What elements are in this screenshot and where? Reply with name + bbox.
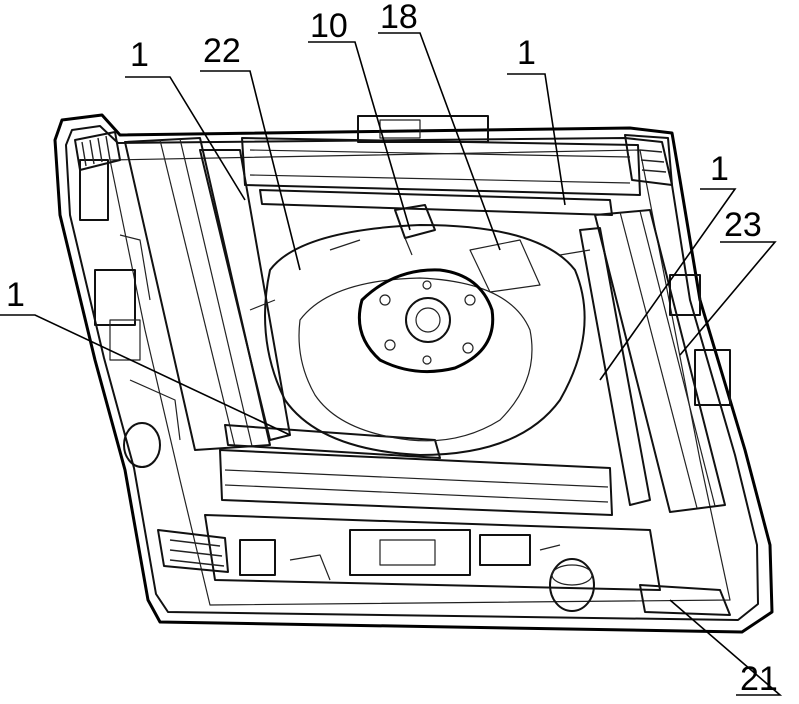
- leader-10: [308, 41, 411, 231]
- fan-impeller: [249, 224, 591, 456]
- corner-grille-top-right: [624, 134, 673, 186]
- label-1-top-right: 1: [517, 34, 536, 72]
- reference-numerals: 1 22 10 18 1 1 23 1 21: [6, 0, 778, 698]
- leader-23: [679, 241, 777, 356]
- corner-grille-bottom-left: [157, 529, 229, 573]
- housing: [53, 113, 774, 634]
- label-1-right: 1: [710, 150, 729, 188]
- label-18: 18: [380, 0, 418, 36]
- fan-hub: [357, 268, 495, 374]
- leader-18: [378, 32, 501, 251]
- bottom-machinery: [204, 514, 731, 616]
- label-1-top-left: 1: [130, 36, 149, 74]
- label-1-left: 1: [6, 276, 25, 314]
- label-23: 23: [724, 206, 762, 244]
- leader-1-right: [599, 188, 737, 381]
- leader-1-top-right: [507, 73, 566, 206]
- leader-22: [200, 70, 301, 271]
- bottom-rail: [219, 424, 613, 516]
- leader-21: [669, 599, 783, 696]
- label-10: 10: [310, 7, 348, 45]
- leader-lines: [0, 32, 783, 696]
- leader-1-left: [0, 314, 291, 436]
- right-rail: [579, 209, 731, 513]
- label-21: 21: [740, 660, 778, 698]
- label-22: 22: [203, 32, 241, 70]
- motor-clamp: [394, 204, 436, 256]
- leader-1-top-left: [125, 76, 246, 201]
- corner-grille-top-left: [74, 131, 121, 171]
